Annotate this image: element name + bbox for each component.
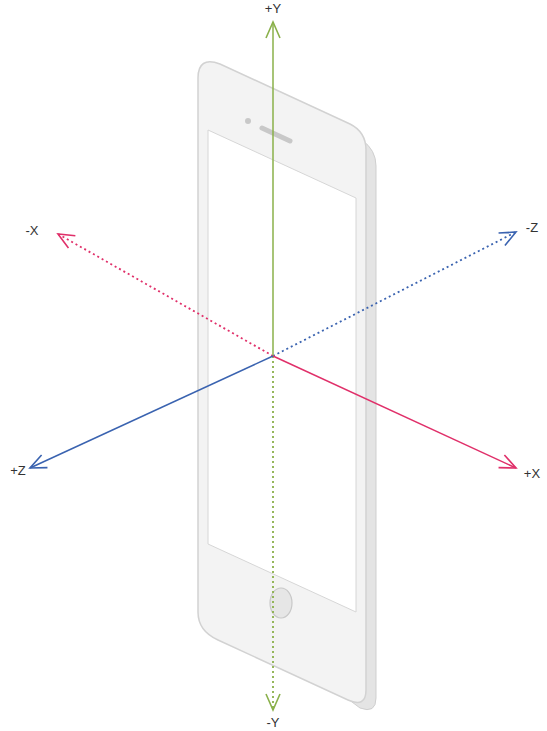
axis-label: -Z	[526, 221, 538, 234]
axis-label: -X	[26, 224, 39, 237]
phone-body	[198, 62, 366, 703]
camera	[245, 118, 251, 124]
axis-label: +X	[524, 467, 540, 480]
axis-neg-y	[272, 356, 274, 710]
axis-label: +Z	[10, 464, 26, 477]
axis-pos-x	[273, 356, 516, 468]
axis-label: +Y	[265, 2, 281, 15]
axis-pos-y	[272, 22, 274, 356]
axis-neg-x	[58, 234, 273, 356]
speaker	[262, 128, 290, 141]
phone-screen	[208, 130, 356, 612]
axis-label: -Y	[267, 716, 280, 729]
axis-pos-z	[30, 356, 273, 468]
axis-neg-z	[273, 232, 516, 356]
